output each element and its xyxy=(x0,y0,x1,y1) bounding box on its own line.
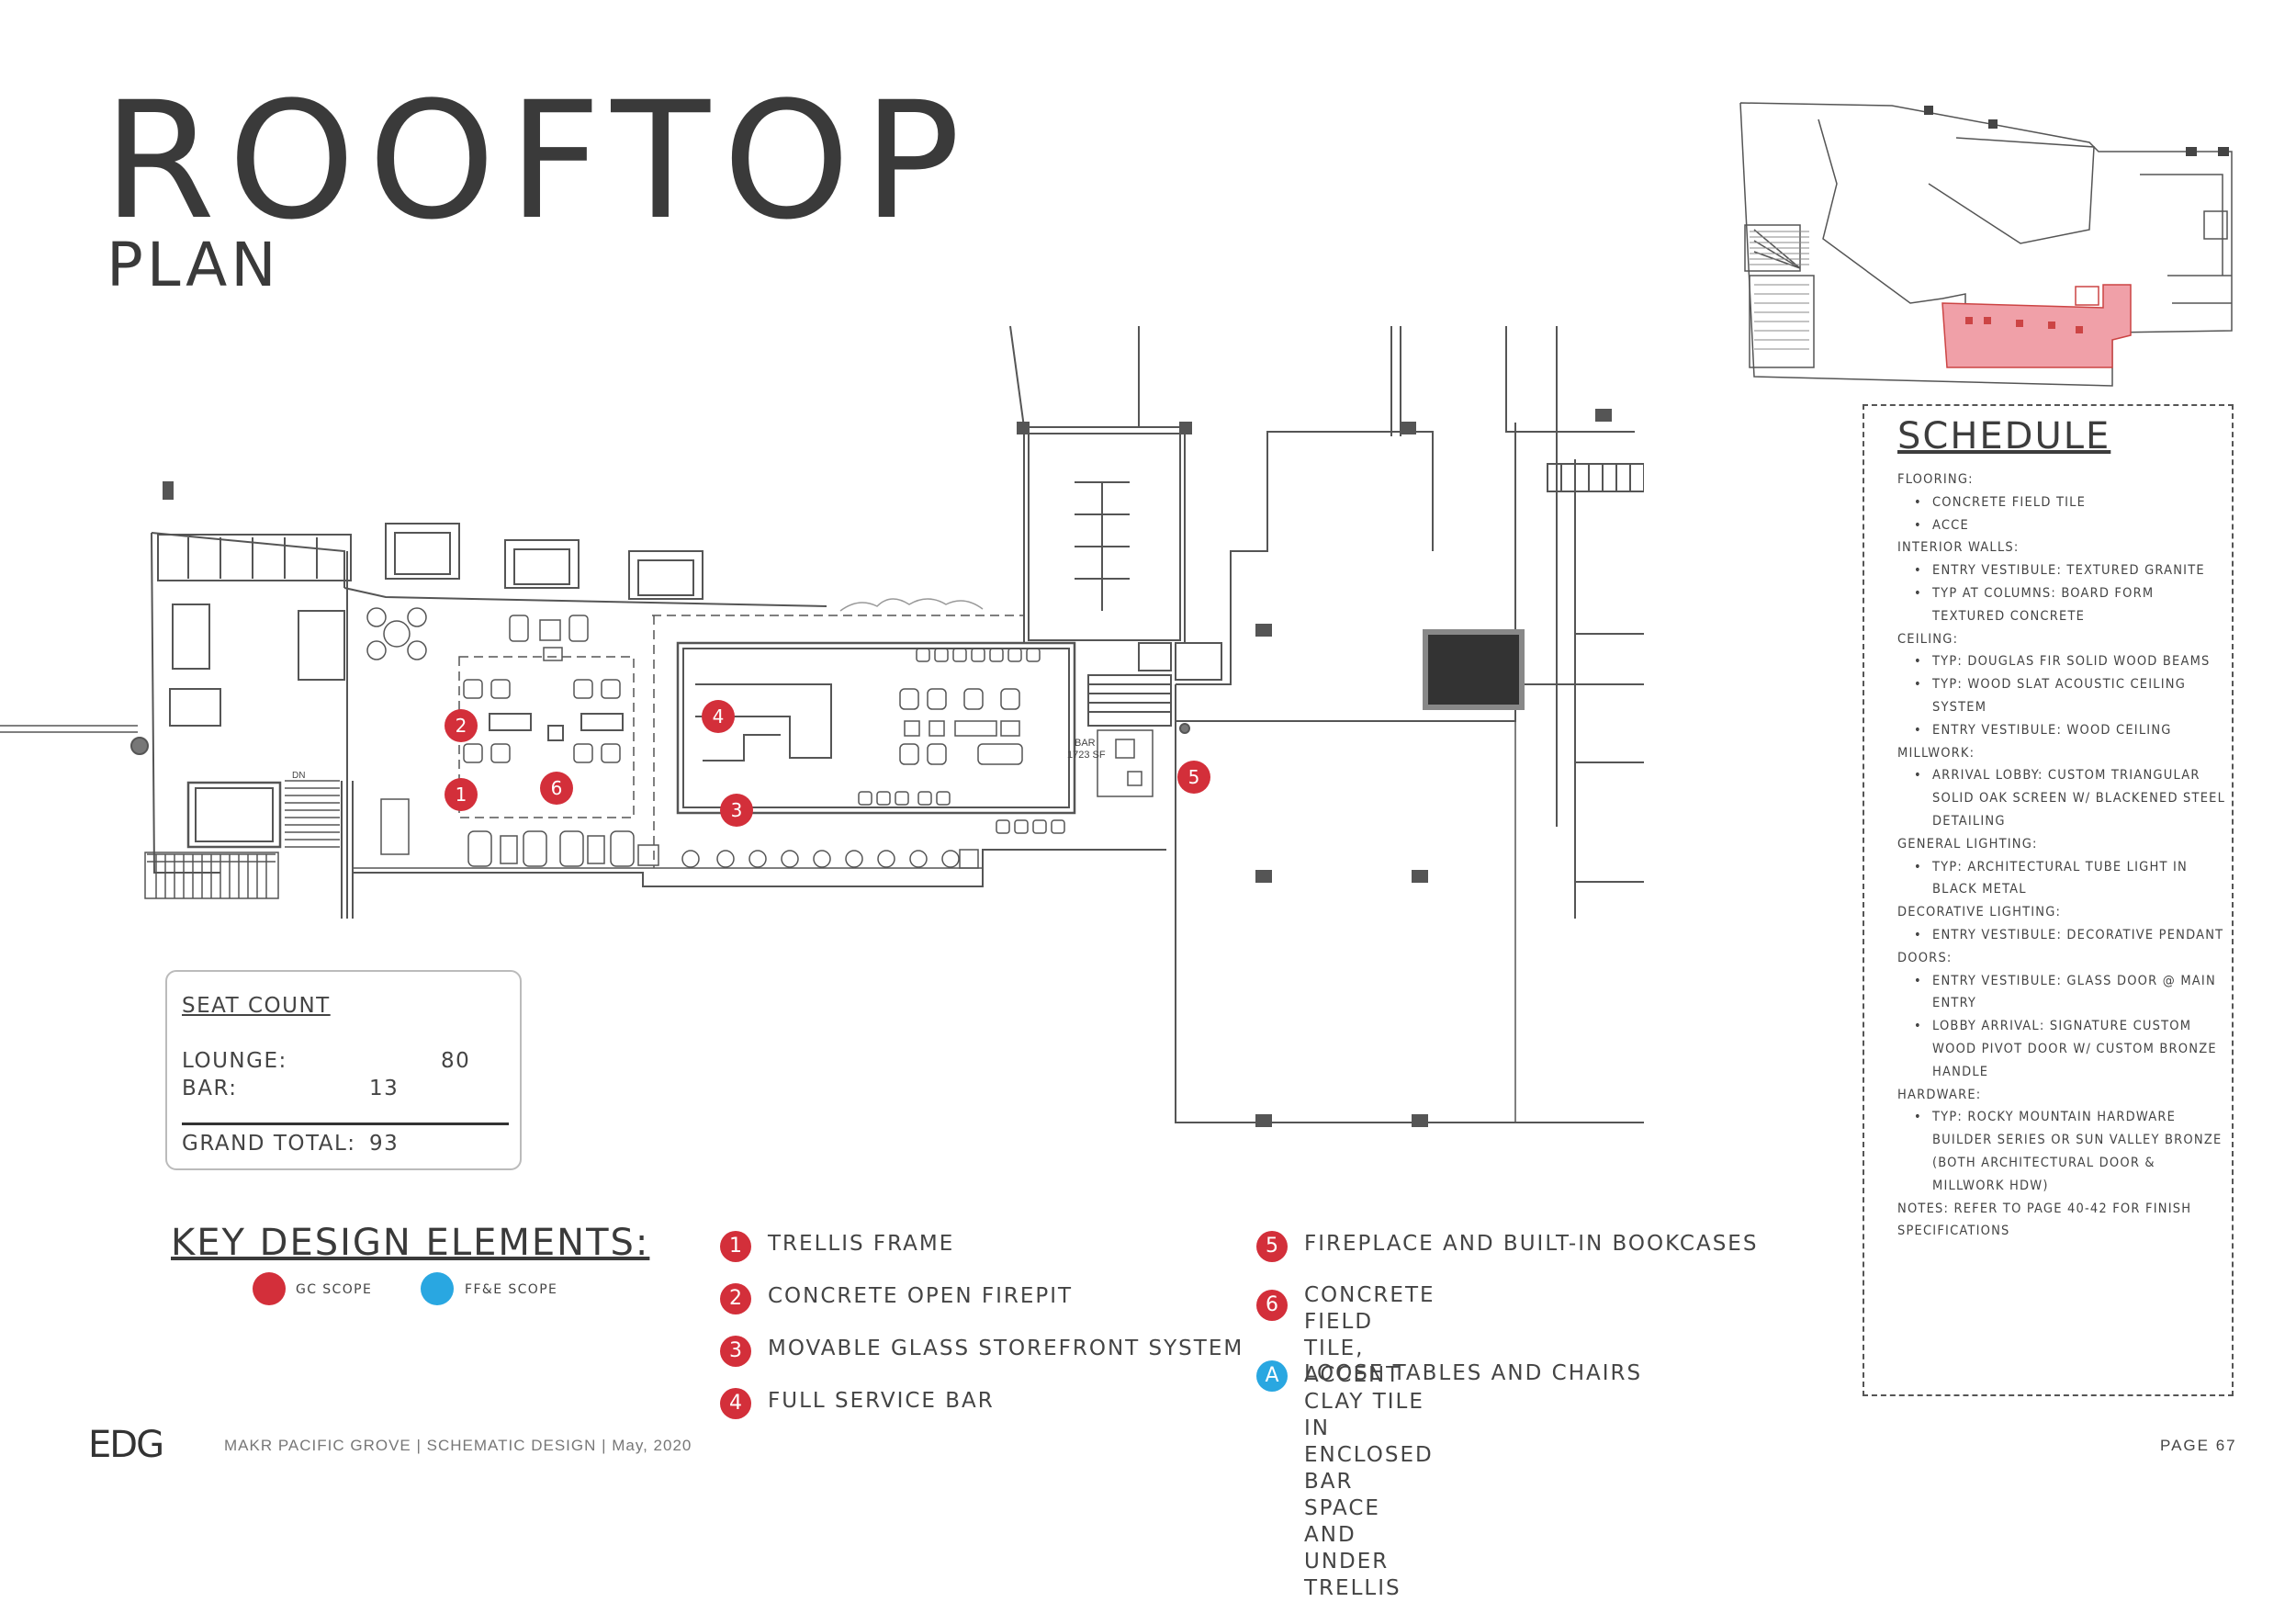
schedule-line: INTERIOR WALLS: xyxy=(1897,540,2020,556)
schedule-line: ENTRY VESTIBULE: GLASS DOOR @ MAIN ENTRY xyxy=(1897,970,2228,1016)
bar-value: 13 xyxy=(369,1077,400,1100)
gc-marker: 4 xyxy=(720,1388,751,1419)
key-item-label: CONCRETE OPEN FIREPIT xyxy=(768,1284,1074,1308)
grand-total-label: GRAND TOTAL: xyxy=(182,1132,356,1156)
page-subtitle: PLAN xyxy=(107,230,280,300)
ffe-scope-swatch xyxy=(421,1272,454,1305)
schedule-line: CEILING: xyxy=(1897,631,1959,647)
gc-marker: 3 xyxy=(720,1336,751,1367)
key-item-label: TRELLIS FRAME xyxy=(768,1232,955,1256)
plan-marker-1: 1 xyxy=(445,778,478,811)
svg-text:3: 3 xyxy=(731,799,743,821)
schedule-line: DOORS: xyxy=(1897,950,1953,965)
edg-logo: EDG xyxy=(88,1424,164,1466)
schedule-line: ENTRY VESTIBULE: WOOD CEILING xyxy=(1897,719,2228,742)
schedule-panel: SCHEDULE FLOORING: CONCRETE FIELD TILE A… xyxy=(1863,404,2234,1396)
svg-text:2: 2 xyxy=(456,715,467,737)
page-number: PAGE 67 xyxy=(2160,1437,2237,1454)
bar-area-label: 1723 SF xyxy=(1067,750,1106,761)
schedule-line: TYP AT COLUMNS: BOARD FORM TEXTURED CONC… xyxy=(1897,582,2228,628)
bar-label: BAR xyxy=(1075,738,1096,749)
gc-scope-label: GC SCOPE xyxy=(296,1282,373,1297)
key-item-label: CONCRETE FIELD TILE, ACCENT CLAY TILE IN… xyxy=(1304,1283,1435,1600)
schedule-line: NOTES: REFER TO PAGE 40-42 FOR FINISH SP… xyxy=(1897,1201,2192,1239)
stair-down-label: DN xyxy=(292,771,305,781)
plan-marker-4: 4 xyxy=(702,700,735,733)
gc-marker: 2 xyxy=(720,1283,751,1314)
key-plan-thumbnail: - - xyxy=(1739,102,2233,387)
key-item-label: MOVABLE GLASS STOREFRONT SYSTEM xyxy=(768,1337,1244,1360)
schedule-line: TYP: DOUGLAS FIR SOLID WOOD BEAMS xyxy=(1897,650,2228,673)
schedule-line: ENTRY VESTIBULE: DECORATIVE PENDANT xyxy=(1897,924,2228,947)
key-design-title: KEY DESIGN ELEMENTS: xyxy=(171,1222,650,1264)
gc-marker: 6 xyxy=(1256,1290,1288,1321)
plan-marker-5: 5 xyxy=(1177,761,1210,794)
schedule-line: ACCE xyxy=(1897,514,2228,537)
seat-count-box: SEAT COUNT LOUNGE: 80 BAR: 13 GRAND TOTA… xyxy=(165,970,522,1170)
lounge-label: LOUNGE: xyxy=(182,1049,287,1073)
seat-count-title: SEAT COUNT xyxy=(182,994,331,1018)
schedule-line: DECORATIVE LIGHTING: xyxy=(1897,905,2062,920)
svg-text:4: 4 xyxy=(713,705,725,728)
lounge-value: 80 xyxy=(441,1049,471,1073)
schedule-line: HARDWARE: xyxy=(1897,1087,1982,1102)
schedule-line: CONCRETE FIELD TILE xyxy=(1897,491,2228,514)
gc-marker: 5 xyxy=(1256,1231,1288,1262)
schedule-line: LOBBY ARRIVAL: SIGNATURE CUSTOM WOOD PIV… xyxy=(1897,1015,2228,1083)
plan-marker-6: 6 xyxy=(540,772,573,805)
ffe-scope-label: FF&E SCOPE xyxy=(465,1282,558,1297)
plan-marker-2: 2 xyxy=(445,709,478,742)
seat-count-divider xyxy=(182,1123,509,1125)
schedule-list: FLOORING: CONCRETE FIELD TILE ACCE INTER… xyxy=(1897,468,2228,1243)
gc-scope-swatch xyxy=(253,1272,286,1305)
schedule-line: TYP: WOOD SLAT ACOUSTIC CEILING SYSTEM xyxy=(1897,673,2228,719)
key-item-label: FULL SERVICE BAR xyxy=(768,1389,995,1413)
svg-text:1: 1 xyxy=(456,784,467,806)
plan-marker-3: 3 xyxy=(720,794,753,827)
footer-project-info: MAKR PACIFIC GROVE | SCHEMATIC DESIGN | … xyxy=(224,1437,692,1454)
schedule-line: GENERAL LIGHTING: xyxy=(1897,836,2038,852)
schedule-line: TYP: ROCKY MOUNTAIN HARDWARE BUILDER SER… xyxy=(1897,1106,2228,1197)
schedule-line: FLOORING: xyxy=(1897,472,1974,487)
schedule-line: TYP: ARCHITECTURAL TUBE LIGHT IN BLACK M… xyxy=(1897,856,2228,902)
schedule-title: SCHEDULE xyxy=(1897,415,2111,457)
bar-label: BAR: xyxy=(182,1077,238,1100)
schedule-line: ARRIVAL LOBBY: CUSTOM TRIANGULAR SOLID O… xyxy=(1897,764,2228,832)
svg-text:5: 5 xyxy=(1188,766,1200,788)
schedule-line: MILLWORK: xyxy=(1897,745,1975,761)
page-title: ROOFTOP xyxy=(103,67,974,255)
ffe-marker: A xyxy=(1256,1360,1288,1392)
schedule-line: ENTRY VESTIBULE: TEXTURED GRANITE xyxy=(1897,559,2228,582)
key-item-label: LOOSE TABLES AND CHAIRS xyxy=(1304,1361,1643,1385)
gc-marker: 1 xyxy=(720,1231,751,1262)
svg-text:6: 6 xyxy=(551,777,563,799)
rooftop-floor-plan: BAR 1723 SF DN 1 2 3 4 5 6 xyxy=(0,325,1644,1127)
grand-total-value: 93 xyxy=(369,1132,400,1156)
key-item-label: FIREPLACE AND BUILT-IN BOOKCASES xyxy=(1304,1232,1759,1256)
